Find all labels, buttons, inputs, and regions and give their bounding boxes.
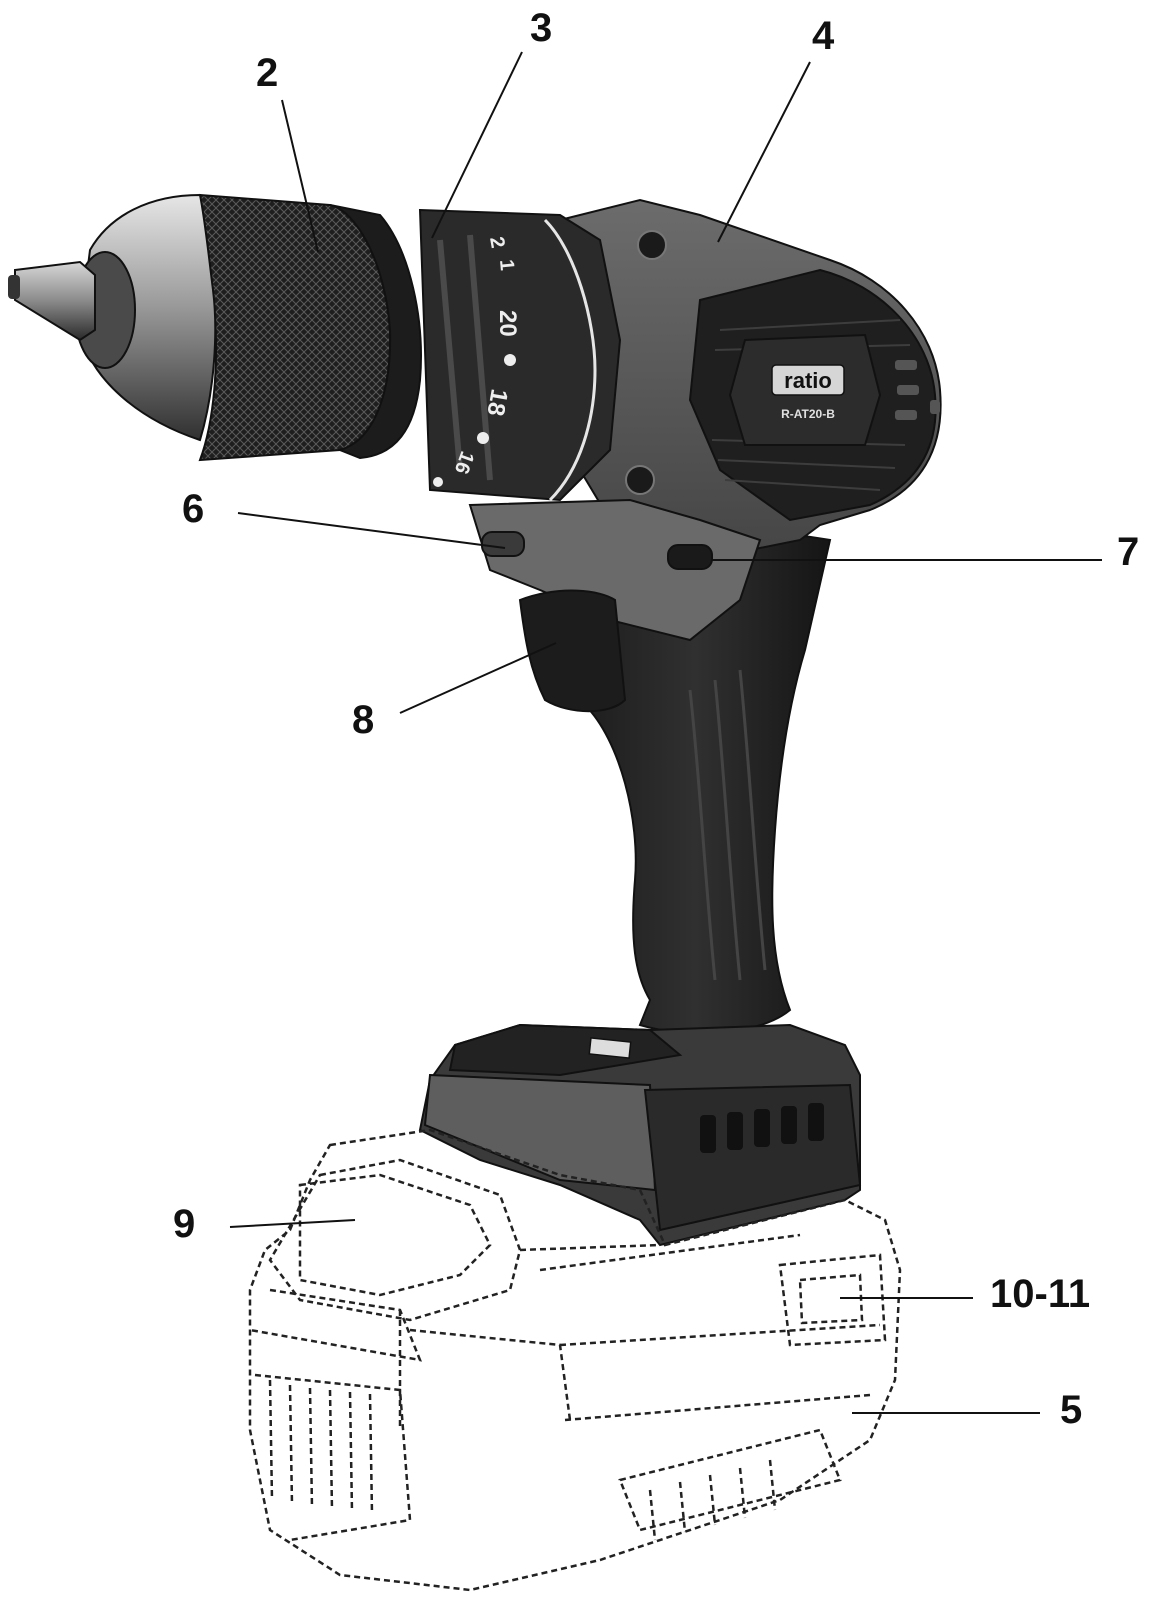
speed-switch (667, 544, 713, 570)
callout-4: 4 (812, 14, 835, 58)
callout-8: 8 (352, 698, 375, 742)
collar-number: 20 (494, 310, 521, 337)
grip-ribs (688, 669, 767, 981)
brand-badge: ratio R-AT20-B (728, 333, 882, 446)
callout-9: 9 (173, 1202, 196, 1246)
leader-lines (229, 51, 1102, 1414)
screw (637, 230, 667, 260)
leader-line-2 (281, 99, 319, 253)
leader-line-9 (229, 1219, 356, 1228)
rear-vent-slots (895, 360, 940, 420)
leader-line-4 (717, 61, 811, 243)
drill-body: ratio R-AT20-B 2 1 20 18 16 (8, 193, 942, 1247)
gearbox-lower (468, 498, 762, 642)
callout-6: 6 (182, 487, 205, 531)
trigger (518, 589, 627, 713)
battery-release-area (423, 1073, 657, 1192)
leader-line-3 (431, 51, 523, 239)
leader-line-8 (399, 642, 557, 714)
mode-selector-collar: 2 1 20 18 16 (418, 208, 622, 502)
callout-3: 3 (530, 6, 553, 50)
mount-vent-slots (700, 1103, 824, 1153)
callout-5: 5 (1060, 1388, 1083, 1432)
chuck-tip (14, 260, 96, 342)
battery-pack-outline (248, 1128, 902, 1592)
chuck-sleeve (198, 193, 392, 462)
collar-number: 2 (485, 235, 509, 250)
brand-logo-text: ratio (784, 368, 832, 393)
callout-7: 7 (1117, 530, 1140, 574)
screw (625, 465, 655, 495)
callout-2: 2 (256, 51, 279, 95)
leader-line-6 (237, 512, 506, 549)
collar-number: 18 (481, 387, 512, 418)
callout-10-11: 10-11 (990, 1272, 1091, 1316)
collar-number: 1 (495, 259, 518, 272)
brand-model-text: R-AT20-B (781, 407, 835, 421)
direction-switch (481, 531, 525, 557)
